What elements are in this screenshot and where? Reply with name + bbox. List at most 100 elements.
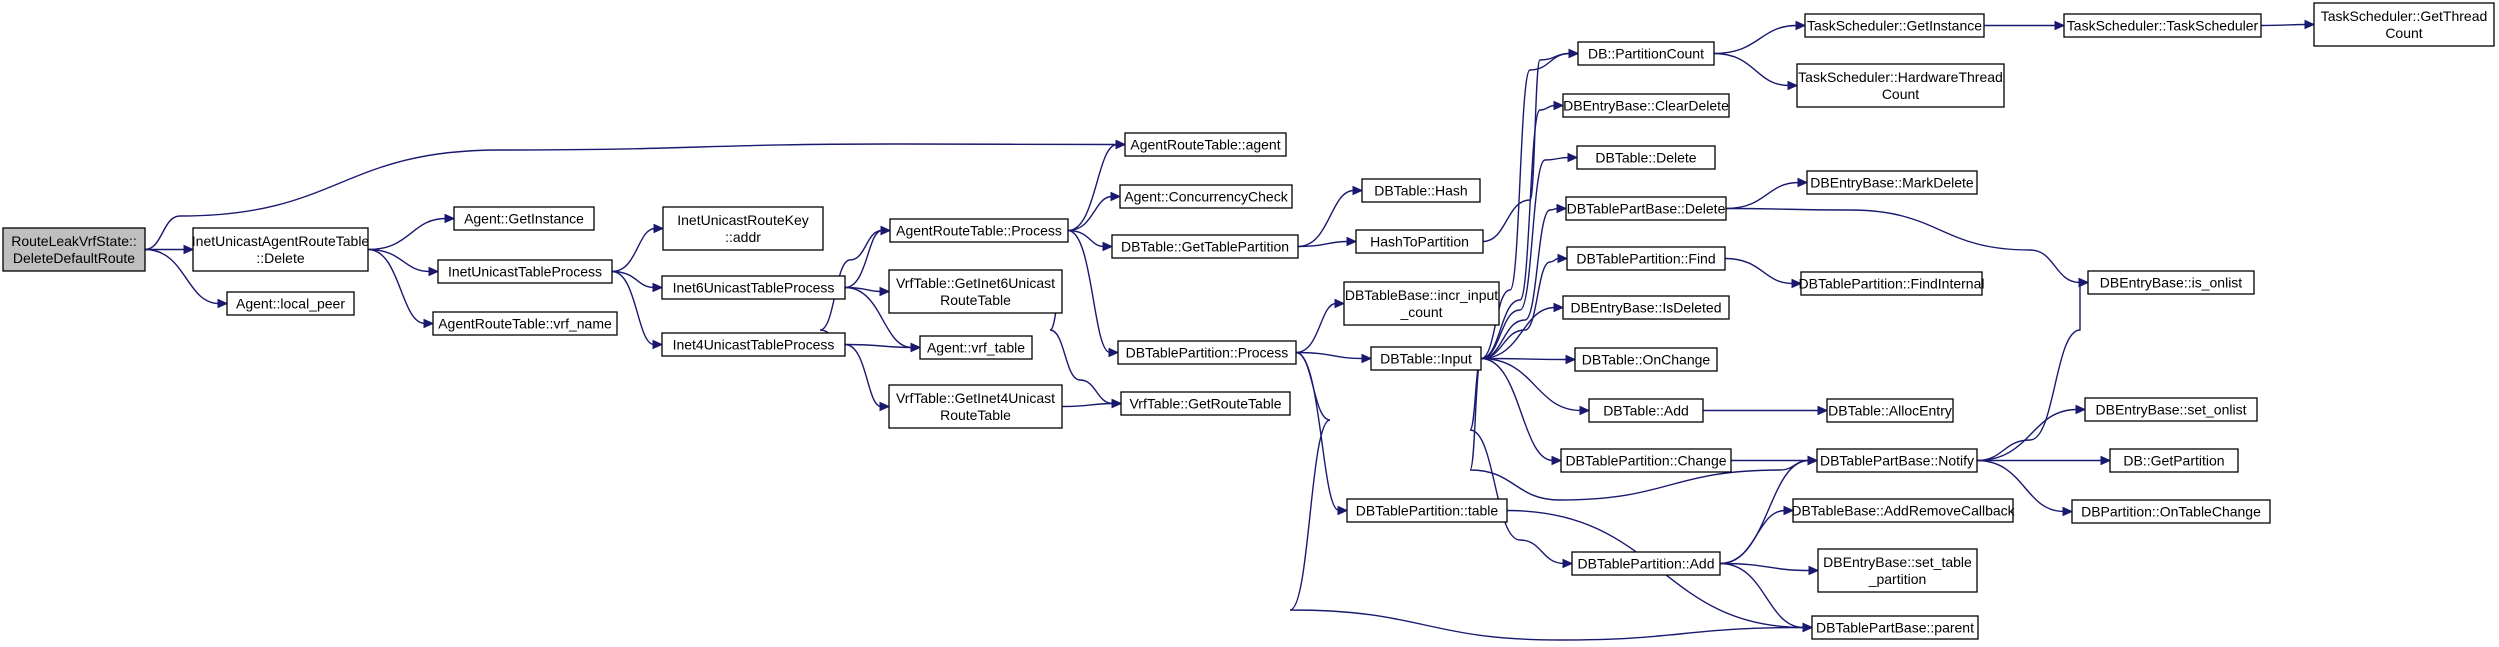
node-ts-getinstance[interactable]: TaskScheduler::GetInstance [1804, 13, 1985, 38]
node-dbtp-find[interactable]: DBTablePartition::Find [1566, 246, 1726, 271]
node-dbe-cleardelete[interactable]: DBEntryBase::ClearDelete [1562, 93, 1730, 118]
node-box [1796, 63, 2005, 108]
node-box [2, 227, 146, 272]
node-dbt-delete[interactable]: DBTable::Delete [1576, 145, 1716, 170]
node-label: Agent::GetInstance [464, 211, 584, 227]
node-dbtp-table[interactable]: DBTablePartition::table [1346, 498, 1508, 523]
node-label: Inet6UnicastTableProcess [673, 280, 835, 296]
arrowhead-icon [1795, 20, 1807, 31]
edge-dbt_input-to-dbt_add [1480, 357, 1582, 412]
node-label: DBTablePartition::Process [1126, 345, 1289, 361]
arrowhead-icon [1579, 405, 1591, 416]
node-dbt-hash[interactable]: DBTable::Hash [1361, 178, 1481, 203]
node-art-process[interactable]: AgentRouteTable::Process [889, 218, 1069, 243]
node-dbt-allocentry[interactable]: DBTable::AllocEntry [1826, 398, 1954, 423]
node-dbe-markdelete[interactable]: DBEntryBase::MarkDelete [1806, 170, 1978, 195]
node-box [1576, 145, 1716, 170]
node-box [1817, 548, 1978, 593]
node-art-agent[interactable]: AgentRouteTable::agent [1124, 132, 1287, 157]
edge-dbtp_find-to-dbtp_findinternal [1724, 257, 1794, 285]
node-art-vrfname[interactable]: AgentRouteTable::vrf_name [432, 311, 618, 336]
node-box [1562, 295, 1730, 320]
node-db-partitioncount[interactable]: DB::PartitionCount [1577, 41, 1715, 66]
node-inet-routekey-addr[interactable]: InetUnicastRouteKey::addr [662, 206, 824, 251]
node-inet6-tableprocess[interactable]: Inet6UnicastTableProcess [661, 275, 846, 300]
node-box [1343, 281, 1500, 326]
edge-art_process-to-dbt_gettablepartition [1067, 229, 1105, 248]
edge-dbt_input-to-dbt_delete [1480, 156, 1570, 360]
node-box [226, 291, 355, 316]
edge-hashtopartition-to-db_partitioncount [1482, 52, 1571, 243]
node-inet4-tableprocess[interactable]: Inet4UnicastTableProcess [661, 332, 846, 357]
edge-dbtpb_delete-to-dbe_markdelete [1725, 181, 1800, 210]
node-ts-taskscheduler[interactable]: TaskScheduler::TaskScheduler [2063, 13, 2262, 38]
node-label: DBTablePartition::Find [1576, 251, 1715, 267]
node-agent-vrftable[interactable]: Agent::vrf_table [919, 335, 1033, 360]
node-label: AgentRouteTable::vrf_name [438, 316, 612, 332]
node-label: Agent::ConcurrencyCheck [1124, 189, 1288, 205]
node-dbe-setonlist[interactable]: DBEntryBase::set_onlist [2084, 397, 2258, 422]
node-dbp-ontablechange[interactable]: DBPartition::OnTableChange [2071, 499, 2271, 524]
node-box [1566, 246, 1726, 271]
arrowhead-icon [2078, 277, 2090, 288]
node-root[interactable]: RouteLeakVrfState::DeleteDefaultRoute [2, 227, 146, 272]
node-db-getpartition[interactable]: DB::GetPartition [2109, 448, 2239, 473]
node-dbt-gettablepartition[interactable]: DBTable::GetTablePartition [1111, 234, 1299, 259]
node-box [432, 311, 618, 336]
node-label: AgentRouteTable::agent [1130, 137, 1280, 153]
arrowhead-icon [2054, 20, 2066, 31]
arrowhead-icon [1334, 298, 1346, 309]
node-box [1120, 391, 1291, 416]
node-dbtb-addremovecallback[interactable]: DBTableBase::AddRemoveCallback [1791, 498, 2016, 523]
arrowhead-icon [1791, 278, 1803, 289]
node-dbtb-incr-input[interactable]: DBTableBase::incr_input_count [1343, 281, 1500, 326]
node-dbtpb-notify[interactable]: DBTablePartBase::Notify [1816, 448, 1978, 473]
node-hashtopartition[interactable]: HashToPartition [1355, 229, 1484, 254]
node-agent-localpeer[interactable]: Agent::local_peer [226, 291, 355, 316]
edge-inet_delete-to-art_vrfname [367, 248, 426, 325]
node-label: Inet4UnicastTableProcess [673, 337, 835, 353]
arrowhead-icon [1553, 302, 1565, 313]
arrowhead-icon [1808, 565, 1820, 576]
node-box [1574, 347, 1718, 372]
node-label: DBTable::GetTablePartition [1121, 239, 1289, 255]
edge-dbtpb_notify-to-dbp_ontablechange [1976, 459, 2065, 513]
node-agent-getinstance[interactable]: Agent::GetInstance [453, 206, 595, 231]
node-inet-delete[interactable]: InetUnicastAgentRouteTable::Delete [192, 227, 370, 272]
node-dbtp-change[interactable]: DBTablePartition::Change [1560, 448, 1732, 473]
node-label: DBTablePartBase::parent [1816, 620, 1974, 636]
edge-ts_taskscheduler-to-ts_getthreadcount [2260, 23, 2307, 27]
edge-dbtp_process-to-dbtp_table [1295, 351, 1340, 512]
edge-root-to-agent_localpeer [144, 248, 220, 305]
arrowhead-icon [428, 266, 440, 277]
edge-dbtpb_delete-to-dbe_isonlist [1725, 207, 2081, 284]
node-dbe-settablepartition[interactable]: DBEntryBase::set_table_partition [1817, 548, 1978, 593]
edge-art_process-to-art_agent [1067, 143, 1118, 232]
edge-dbt_gettablepartition-to-hashtopartition [1297, 240, 1349, 248]
node-dbtp-findinternal[interactable]: DBTablePartition::FindInternal [1799, 271, 1985, 296]
node-agent-concurrency[interactable]: Agent::ConcurrencyCheck [1119, 184, 1293, 209]
node-dbe-isonlist[interactable]: DBEntryBase::is_onlist [2087, 270, 2255, 295]
edge-dbt_input-to-dbtpb_notify [1469, 357, 1810, 501]
node-dbt-input[interactable]: DBTable::Input [1370, 346, 1482, 371]
node-dbtpb-parent[interactable]: DBTablePartBase::parent [1811, 615, 1979, 640]
node-dbtp-add[interactable]: DBTablePartition::Add [1571, 551, 1721, 576]
node-dbe-isdeleted[interactable]: DBEntryBase::IsDeleted [1562, 295, 1730, 320]
node-vrf-getroutetable[interactable]: VrfTable::GetRouteTable [1120, 391, 1291, 416]
node-inet-tableprocess[interactable]: InetUnicastTableProcess [437, 259, 613, 284]
node-box [2084, 397, 2258, 422]
node-label: DBTableBase::AddRemoveCallback [1791, 503, 2015, 519]
node-label: DBTablePartition::Add [1578, 556, 1715, 572]
edge-dbt_input-to-dbtp_find [1480, 257, 1560, 360]
node-dbt-onchange[interactable]: DBTable::OnChange [1574, 347, 1718, 372]
node-dbtpb-delete[interactable]: DBTablePartBase::Delete [1565, 196, 1727, 221]
node-label: DB::PartitionCount [1588, 46, 1704, 62]
node-dbt-add[interactable]: DBTable::Add [1588, 398, 1704, 423]
node-label: DBEntryBase::set_table [1823, 554, 1972, 570]
node-dbtp-process[interactable]: DBTablePartition::Process [1117, 340, 1297, 365]
edge-dbt_input-to-dbe_isdeleted [1480, 306, 1556, 360]
